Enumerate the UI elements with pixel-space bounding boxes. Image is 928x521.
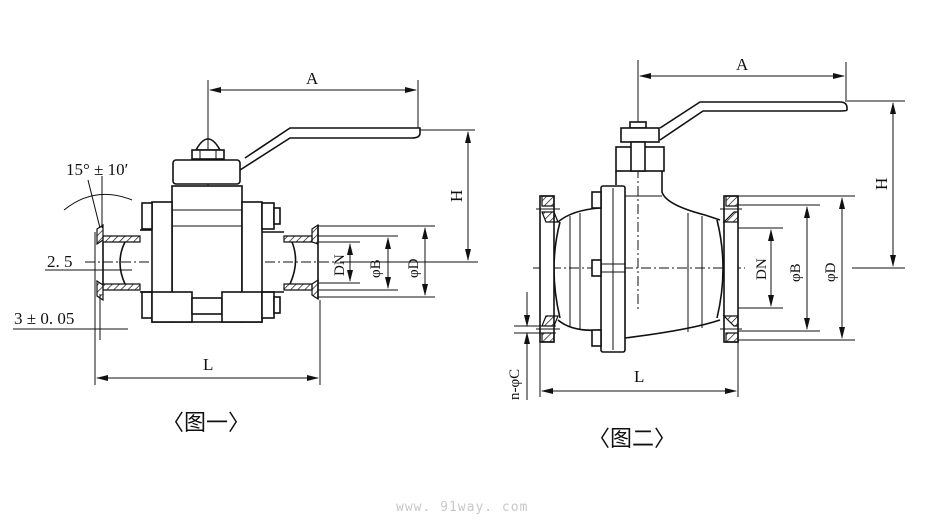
dim-label-gap: 2. 5 bbox=[47, 252, 73, 271]
watermark: www. 91way. com bbox=[396, 500, 528, 515]
dim-label-phid: φD bbox=[406, 258, 422, 278]
figure-1-caption: 〈图一〉 bbox=[162, 411, 250, 436]
dim-label-thickness: 3 ± 0. 05 bbox=[14, 309, 74, 328]
dim-label-h: H bbox=[872, 178, 891, 190]
bolt-head bbox=[141, 202, 153, 230]
dim-label-phib: φB bbox=[368, 259, 384, 278]
handle-head bbox=[172, 159, 241, 185]
stem-nut bbox=[191, 149, 225, 160]
dim-label-phib: φB bbox=[788, 263, 804, 282]
handle bbox=[239, 127, 421, 171]
dim-label-holes: n-φC bbox=[507, 369, 523, 400]
dim-label-l: L bbox=[203, 355, 213, 374]
right-socket-weld-bevel bbox=[283, 235, 313, 243]
handle-head bbox=[620, 127, 660, 143]
bolt-nut bbox=[261, 202, 275, 230]
body-neck bbox=[615, 171, 721, 221]
bolt-head bbox=[591, 191, 602, 209]
handle bbox=[659, 101, 848, 141]
dim-label-dn: DN bbox=[332, 254, 348, 276]
figure-2-caption: 〈图二〉 bbox=[588, 427, 676, 452]
angle-arc bbox=[63, 193, 133, 211]
figure-2-flanged-ball-valve: A H DN φB φD n-φC L 〈图二〉 bbox=[507, 55, 905, 452]
dim-label-angle: 15° ± 10′ bbox=[66, 160, 128, 179]
figure-1-socket-weld-ball-valve: A H DN φB φD 15° ± 10′ 2. 5 3 ± 0. 05 bbox=[13, 69, 478, 436]
dim-label-h: H bbox=[447, 190, 466, 202]
dim-label-l: L bbox=[634, 367, 644, 386]
dim-label-phid: φD bbox=[823, 262, 839, 282]
dim-label-dn: DN bbox=[754, 258, 770, 280]
stem-nut bbox=[629, 121, 647, 129]
dim-label-a: A bbox=[736, 55, 749, 74]
dim-label-a: A bbox=[306, 69, 319, 88]
